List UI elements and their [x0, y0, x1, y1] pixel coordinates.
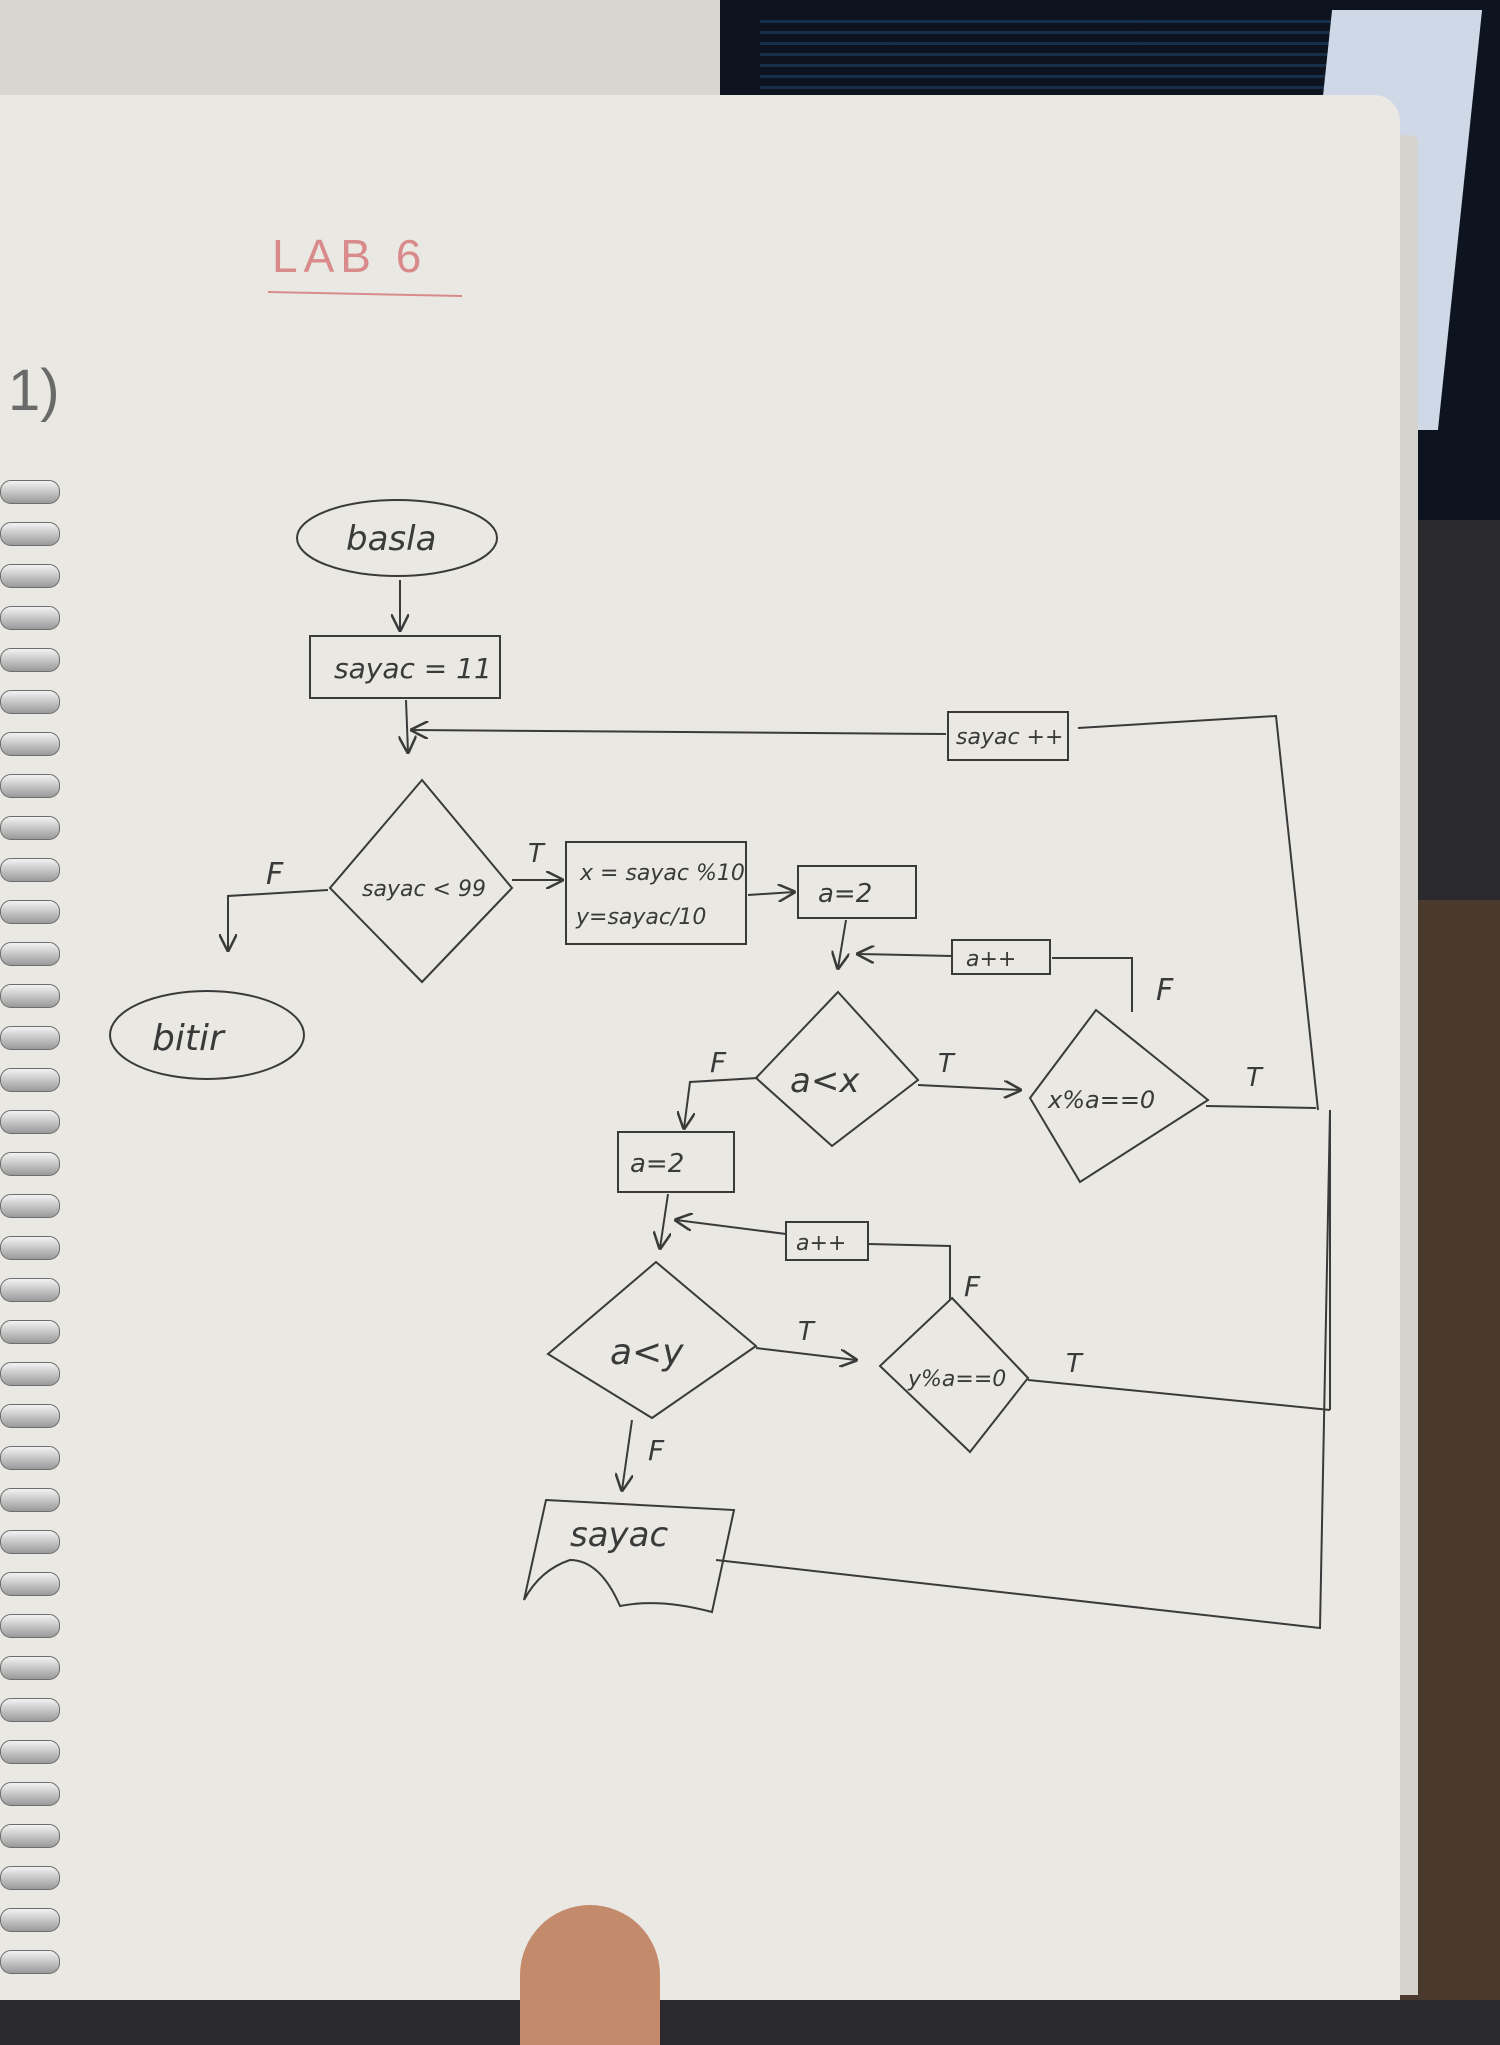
ax-false-label: F	[710, 1046, 727, 1079]
arrow-return-to-loop	[1078, 716, 1318, 1110]
heading-underline	[268, 292, 462, 296]
ay-true-label: T	[798, 1317, 816, 1347]
flowchart: LAB 6 1)	[0, 0, 1500, 2000]
line-ymod-true	[1028, 1380, 1330, 1410]
arrow-ax-false	[684, 1078, 758, 1128]
init-label: sayac = 11	[334, 652, 492, 685]
ymod-false-label: F	[964, 1270, 981, 1303]
xmod-true-label: T	[1246, 1063, 1264, 1093]
arrow-xy-to-a1	[748, 892, 794, 895]
arrow-a2-to-aydiamond	[660, 1194, 668, 1248]
arrow-loop-false	[228, 890, 328, 950]
arrow-init-to-loop	[406, 700, 408, 752]
loop-condition-label: sayac < 99	[362, 877, 486, 902]
line-xmod-false	[1052, 958, 1132, 1012]
sayac-inc-label: sayac ++	[956, 725, 1063, 750]
end-label: bitir	[152, 1018, 226, 1059]
output-label: sayac	[570, 1515, 669, 1555]
line-output-return	[716, 1110, 1330, 1628]
y-mod-label: y%a==0	[907, 1367, 1006, 1392]
assign-x-label: x = sayac %10	[579, 861, 745, 886]
a-lt-y-label: a<y	[610, 1332, 684, 1373]
loop-true-label: T	[528, 839, 546, 869]
assign-y-label: y=sayac/10	[575, 905, 706, 930]
a-inc-1-label: a++	[966, 947, 1016, 972]
x-mod-label: x%a==0	[1047, 1086, 1155, 1114]
lab-heading: LAB 6	[272, 230, 427, 282]
arrow-a1-to-axdiamond	[838, 920, 846, 968]
arrow-ay-false	[622, 1420, 632, 1490]
a-init-1-label: a=2	[818, 879, 872, 909]
question-number: 1)	[8, 358, 60, 423]
a-inc-2-label: a++	[796, 1231, 846, 1256]
arrow-ax-true	[918, 1085, 1020, 1090]
loop-false-label: F	[266, 857, 284, 892]
arrow-ainc1-back	[858, 954, 952, 956]
ymod-true-label: T	[1066, 1349, 1084, 1379]
ay-false-label: F	[648, 1434, 665, 1467]
arrow-sayac-inc-to-loop	[412, 730, 946, 734]
arrow-ay-true	[756, 1348, 856, 1360]
ax-true-label: T	[938, 1049, 956, 1079]
a-lt-x-label: a<x	[790, 1061, 860, 1101]
xmod-false-label: F	[1156, 973, 1174, 1008]
start-label: basla	[346, 519, 436, 559]
thumb	[520, 1905, 660, 2045]
a-init-2-label: a=2	[630, 1149, 684, 1179]
line-xmod-true	[1206, 1106, 1316, 1108]
line-ymod-false	[868, 1244, 950, 1300]
arrow-ainc2-back	[676, 1220, 786, 1234]
